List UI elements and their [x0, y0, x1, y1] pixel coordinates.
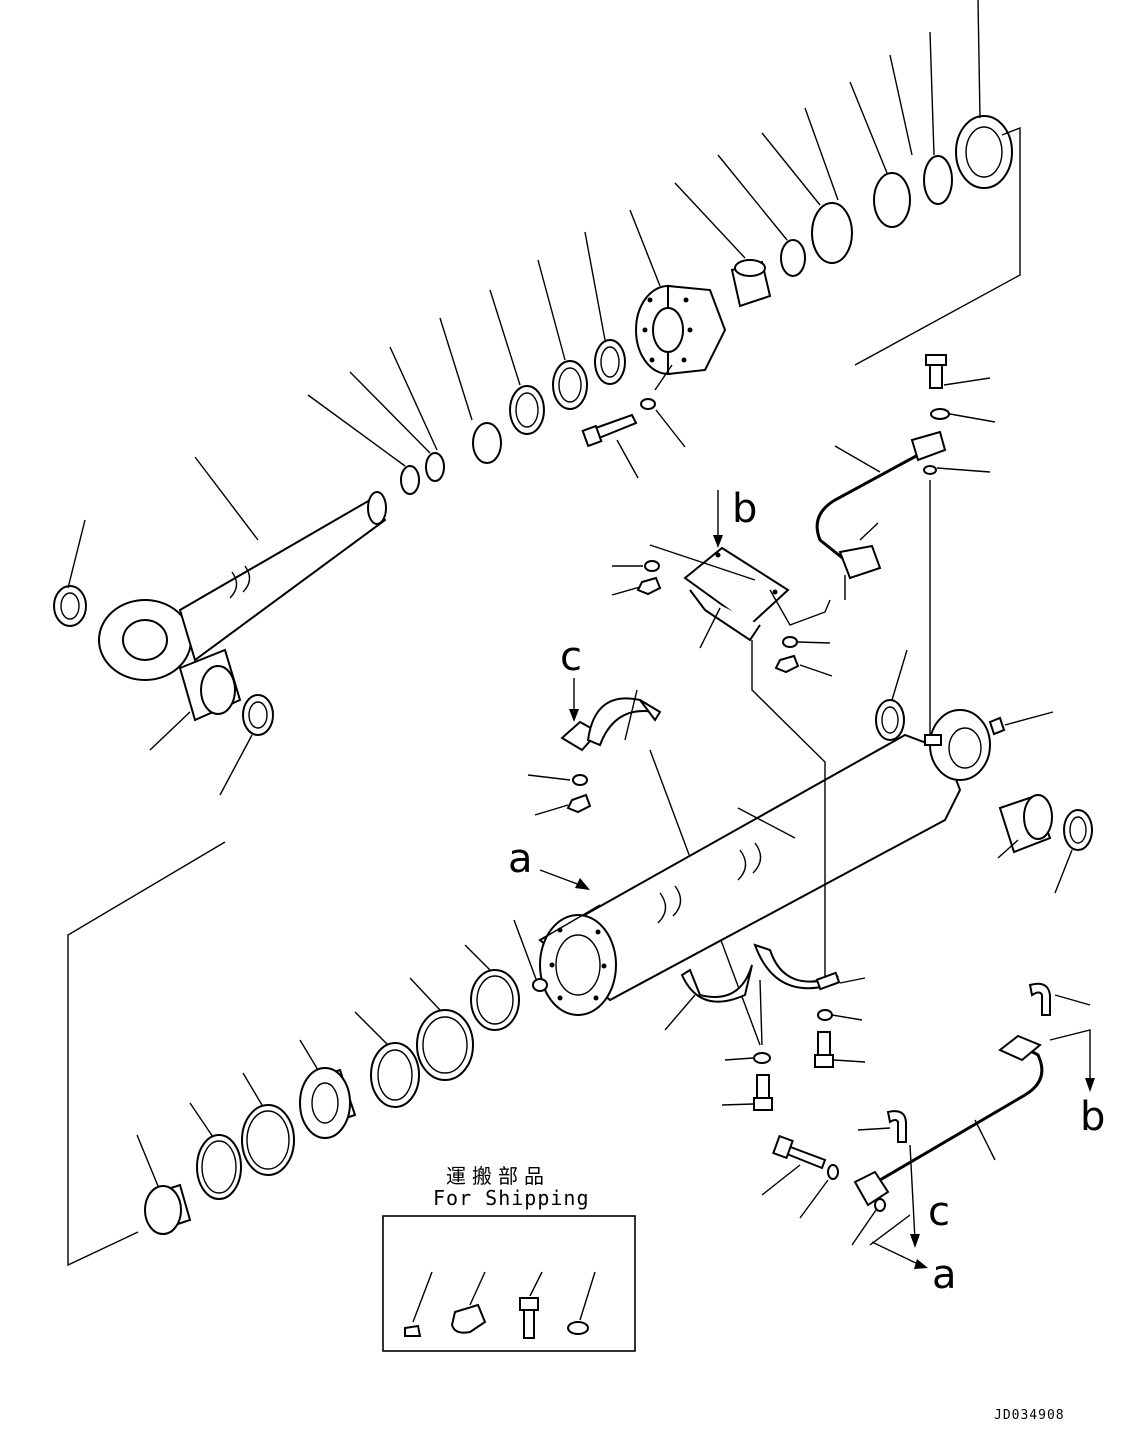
tube-clamps [664, 640, 866, 1111]
head-bushing-rings [674, 0, 1013, 308]
shipping-title-japanese: 運搬部品 [446, 1164, 550, 1188]
shipping-title-english: For Shipping [433, 1186, 590, 1210]
lower-pipe-assembly: b c a [761, 982, 1105, 1298]
rod-seal-ring [53, 519, 87, 627]
piston-rod [98, 456, 387, 681]
piston-assembly [67, 841, 520, 1267]
drawing-number: JD034908 [994, 1408, 1065, 1423]
rod-snap-rings [307, 317, 502, 495]
ref-label-c-lower: c [928, 1189, 950, 1235]
ref-label-a-upper: a [508, 836, 533, 882]
cylinder-tube: a [508, 649, 1093, 1016]
shipping-parts-box [382, 1215, 636, 1352]
rod-assembly [53, 0, 1021, 796]
upper-pipe-assembly [815, 354, 996, 735]
cylinder-head [629, 209, 727, 376]
rod-dust-seal [219, 694, 274, 796]
head-bolt [581, 364, 686, 479]
bracket-b: b [611, 486, 833, 677]
rod-packing-set [489, 231, 626, 435]
rod-bushing [149, 648, 242, 751]
ref-label-c-upper: c [560, 634, 582, 680]
ref-label-b-lower: b [1080, 1094, 1105, 1140]
ref-label-b-upper: b [732, 486, 757, 532]
ref-label-a-lower: a [932, 1252, 957, 1298]
